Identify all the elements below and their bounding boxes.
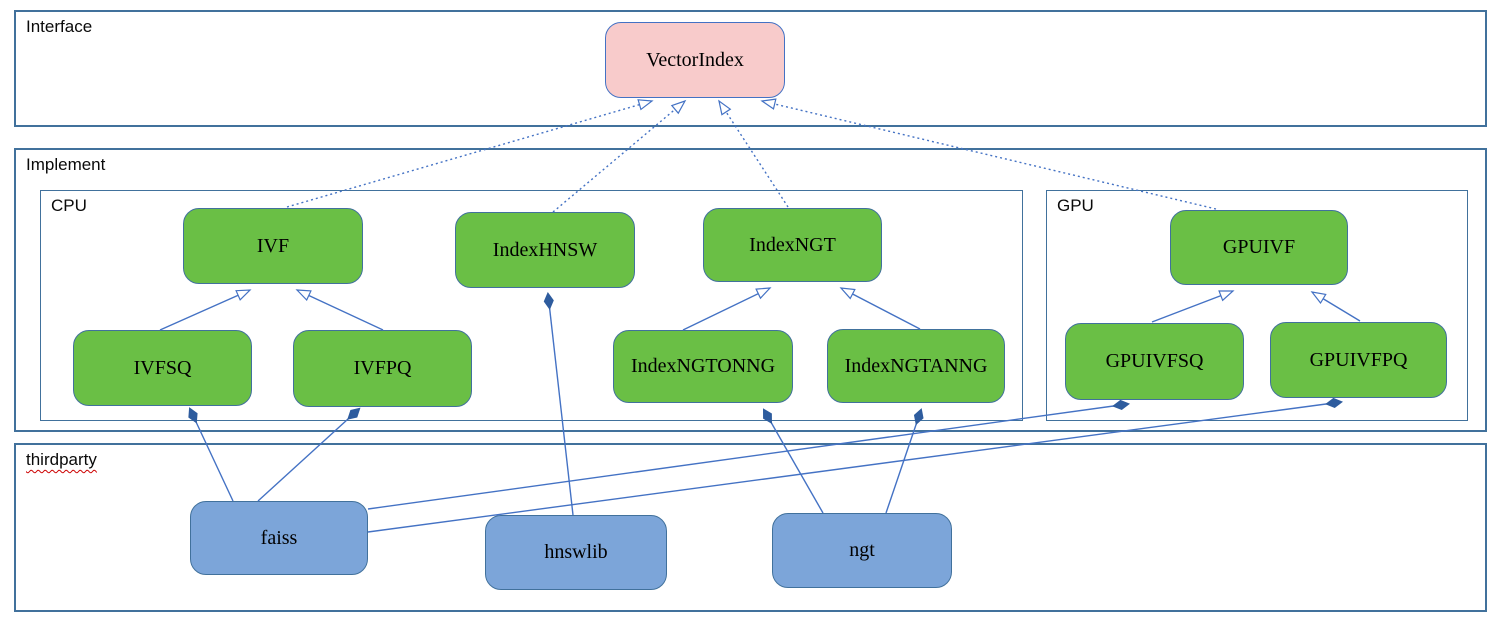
node-hnswlib[interactable]: hnswlib bbox=[485, 515, 667, 590]
node-ivfsq-label: IVFSQ bbox=[133, 356, 192, 379]
node-ivfsq[interactable]: IVFSQ bbox=[73, 330, 252, 406]
node-ngt-label: ngt bbox=[849, 539, 875, 561]
node-faiss-label: faiss bbox=[260, 526, 298, 549]
container-interface-label: Interface bbox=[26, 17, 93, 36]
node-indexngtonng[interactable]: IndexNGTONNG bbox=[613, 330, 793, 403]
node-gpuivf[interactable]: GPUIVF bbox=[1170, 210, 1348, 285]
container-thirdparty-label: thirdparty bbox=[26, 450, 97, 469]
node-indexhnsw[interactable]: IndexHNSW bbox=[455, 212, 635, 288]
node-ivf[interactable]: IVF bbox=[183, 208, 363, 284]
node-indexngtanng-label: IndexNGTANNG bbox=[844, 354, 988, 377]
container-implement-label: Implement bbox=[26, 155, 106, 174]
node-gpuivf-label: GPUIVF bbox=[1222, 236, 1296, 258]
container-cpu-label: CPU bbox=[51, 196, 87, 215]
node-indexngtonng-label: IndexNGTONNG bbox=[630, 355, 776, 377]
node-vectorindex[interactable]: VectorIndex bbox=[605, 22, 785, 98]
node-faiss[interactable]: faiss bbox=[190, 501, 368, 575]
node-ivfpq-label: IVFPQ bbox=[353, 357, 412, 379]
node-hnswlib-label: hnswlib bbox=[544, 541, 608, 563]
node-gpuivfpq[interactable]: GPUIVFPQ bbox=[1270, 322, 1447, 398]
node-vectorindex-label: VectorIndex bbox=[646, 48, 744, 71]
node-ivf-label: IVF bbox=[256, 234, 290, 257]
node-indexngt[interactable]: IndexNGT bbox=[703, 208, 882, 282]
node-indexngtanng[interactable]: IndexNGTANNG bbox=[827, 329, 1005, 403]
node-gpuivfpq-label: GPUIVFPQ bbox=[1309, 348, 1408, 371]
node-ngt[interactable]: ngt bbox=[772, 513, 952, 588]
node-gpuivfsq-label: GPUIVFSQ bbox=[1105, 350, 1204, 372]
node-indexngt-label: IndexNGT bbox=[749, 233, 836, 256]
node-gpuivfsq[interactable]: GPUIVFSQ bbox=[1065, 323, 1244, 400]
node-indexhnsw-label: IndexHNSW bbox=[492, 238, 598, 261]
node-ivfpq[interactable]: IVFPQ bbox=[293, 330, 472, 407]
container-gpu-label: GPU bbox=[1057, 196, 1094, 215]
